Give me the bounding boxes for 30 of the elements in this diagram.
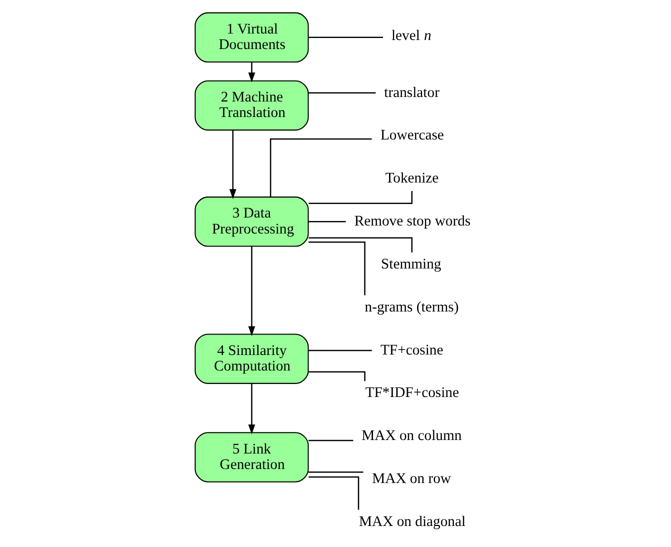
- node-text: n-grams (terms): [364, 299, 458, 316]
- arrow: [228, 130, 236, 199]
- node-box: 2 Machine Translation: [194, 80, 308, 131]
- node-text: Stemming: [380, 256, 441, 272]
- arrow: [248, 246, 255, 336]
- connector: [308, 476, 359, 510]
- node-text: MAX on row: [372, 471, 451, 488]
- node-box: 3 Data Preprocessing: [194, 196, 308, 247]
- node-text: TF+cosine: [380, 342, 443, 358]
- arrow: [248, 384, 255, 434]
- connector: [308, 92, 376, 94]
- connector: [308, 36, 383, 38]
- node-box: 1 Virtual Documents: [194, 12, 308, 63]
- connector: [308, 471, 363, 473]
- connector: [308, 221, 346, 222]
- node-text: Remove stop words: [354, 214, 470, 230]
- connector: [269, 138, 372, 197]
- node-text: TF*IDF+cosine: [364, 385, 458, 402]
- connector: [308, 350, 372, 352]
- node-text: MAX on diagonal: [358, 514, 466, 530]
- connector: [308, 440, 353, 442]
- node-text: level n: [390, 28, 431, 44]
- node-box: 4 Similarity Computation: [194, 334, 308, 384]
- node-text: translator: [384, 84, 439, 101]
- connector: [308, 241, 365, 296]
- node-text: MAX on column: [361, 428, 462, 444]
- arrow: [248, 62, 255, 82]
- node-text: Tokenize: [384, 170, 438, 187]
- node-box: 5 Link Generation: [194, 432, 308, 482]
- node-text: Lowercase: [380, 128, 444, 144]
